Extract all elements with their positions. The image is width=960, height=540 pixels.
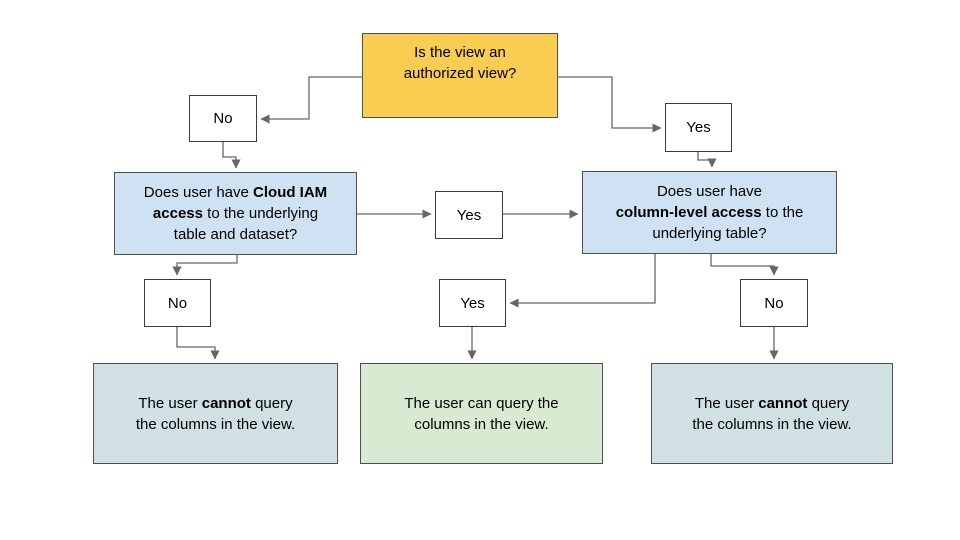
edge-cloud-iam-to-no-left [172,255,238,276]
branch-yes-middle: Yes [435,191,503,239]
text-segment: to the [761,204,804,221]
branch-yes-bottom: Yes [439,279,506,327]
text-segment: No [213,110,233,127]
edge-root-to-no-top [260,76,362,124]
branch-no-right: No [740,279,808,327]
question-column-level-access: Does user have column-level access to the… [582,171,837,254]
text-line: Is the view an [363,42,557,63]
text-segment: Is the view an [414,43,506,61]
text-line: authorized view? [363,63,557,84]
text-line: Yes [440,293,505,314]
text-line: Yes [666,117,731,138]
text-segment: The user [138,394,202,412]
text-segment: to the underlying [202,205,319,222]
text-segment: query [807,394,850,412]
text-segment: cannot [758,394,808,412]
text-segment: Does user have [143,184,254,201]
text-segment: cannot [201,394,251,412]
text-segment: query [250,394,293,412]
text-line: The user cannot query [94,393,337,414]
text-line: The user cannot query [652,393,892,414]
text-segment: Yes [460,294,485,312]
edge-yes-top-to-column-level [697,152,717,168]
text-segment: access [152,205,203,222]
text-segment: authorized view? [403,64,517,82]
edge-column-level-to-no-right [710,254,779,276]
text-line: columns in the view. [361,414,602,435]
text-line: The user can query the [361,393,602,414]
edge-root-to-yes-top [558,76,662,133]
text-line: access to the underlying [115,203,356,224]
text-line: the columns in the view. [652,414,892,435]
edge-no-top-to-cloud-iam [222,142,241,169]
text-segment: underlying table? [652,225,767,242]
text-line: No [190,108,256,129]
text-line: Yes [436,205,502,226]
text-line: Does user have [583,181,836,202]
text-segment: No [764,294,784,312]
question-authorized-view: Is the view an authorized view? [362,33,558,118]
text-segment: columns in the view. [414,415,549,433]
text-line: No [145,293,210,314]
edge-column-level-to-yes-bottom [509,254,656,308]
text-line: No [741,293,807,314]
text-segment: Cloud IAM [253,184,328,201]
branch-no-top: No [189,95,257,142]
branch-yes-top: Yes [665,103,732,152]
text-segment: Yes [686,119,711,136]
edge-no-left-to-outcome-left [176,327,220,360]
text-line: the columns in the view. [94,414,337,435]
text-line: column-level access to the [583,202,836,223]
text-segment: the columns in the view. [692,415,852,433]
text-segment: Does user have [656,183,763,200]
text-segment: The user [694,394,759,412]
text-segment: No [167,294,188,312]
text-line: Does user have Cloud IAM [115,182,356,203]
text-segment: table and dataset? [173,226,298,243]
text-segment: column-level access [615,204,762,221]
text-line: table and dataset? [115,224,356,245]
text-segment: the columns in the view. [135,415,296,433]
text-line: underlying table? [583,223,836,244]
outcome-can-query: The user can query the columns in the vie… [360,363,603,464]
branch-no-left: No [144,279,211,327]
text-segment: Yes [456,206,482,224]
text-segment: The user can query the [404,394,559,412]
